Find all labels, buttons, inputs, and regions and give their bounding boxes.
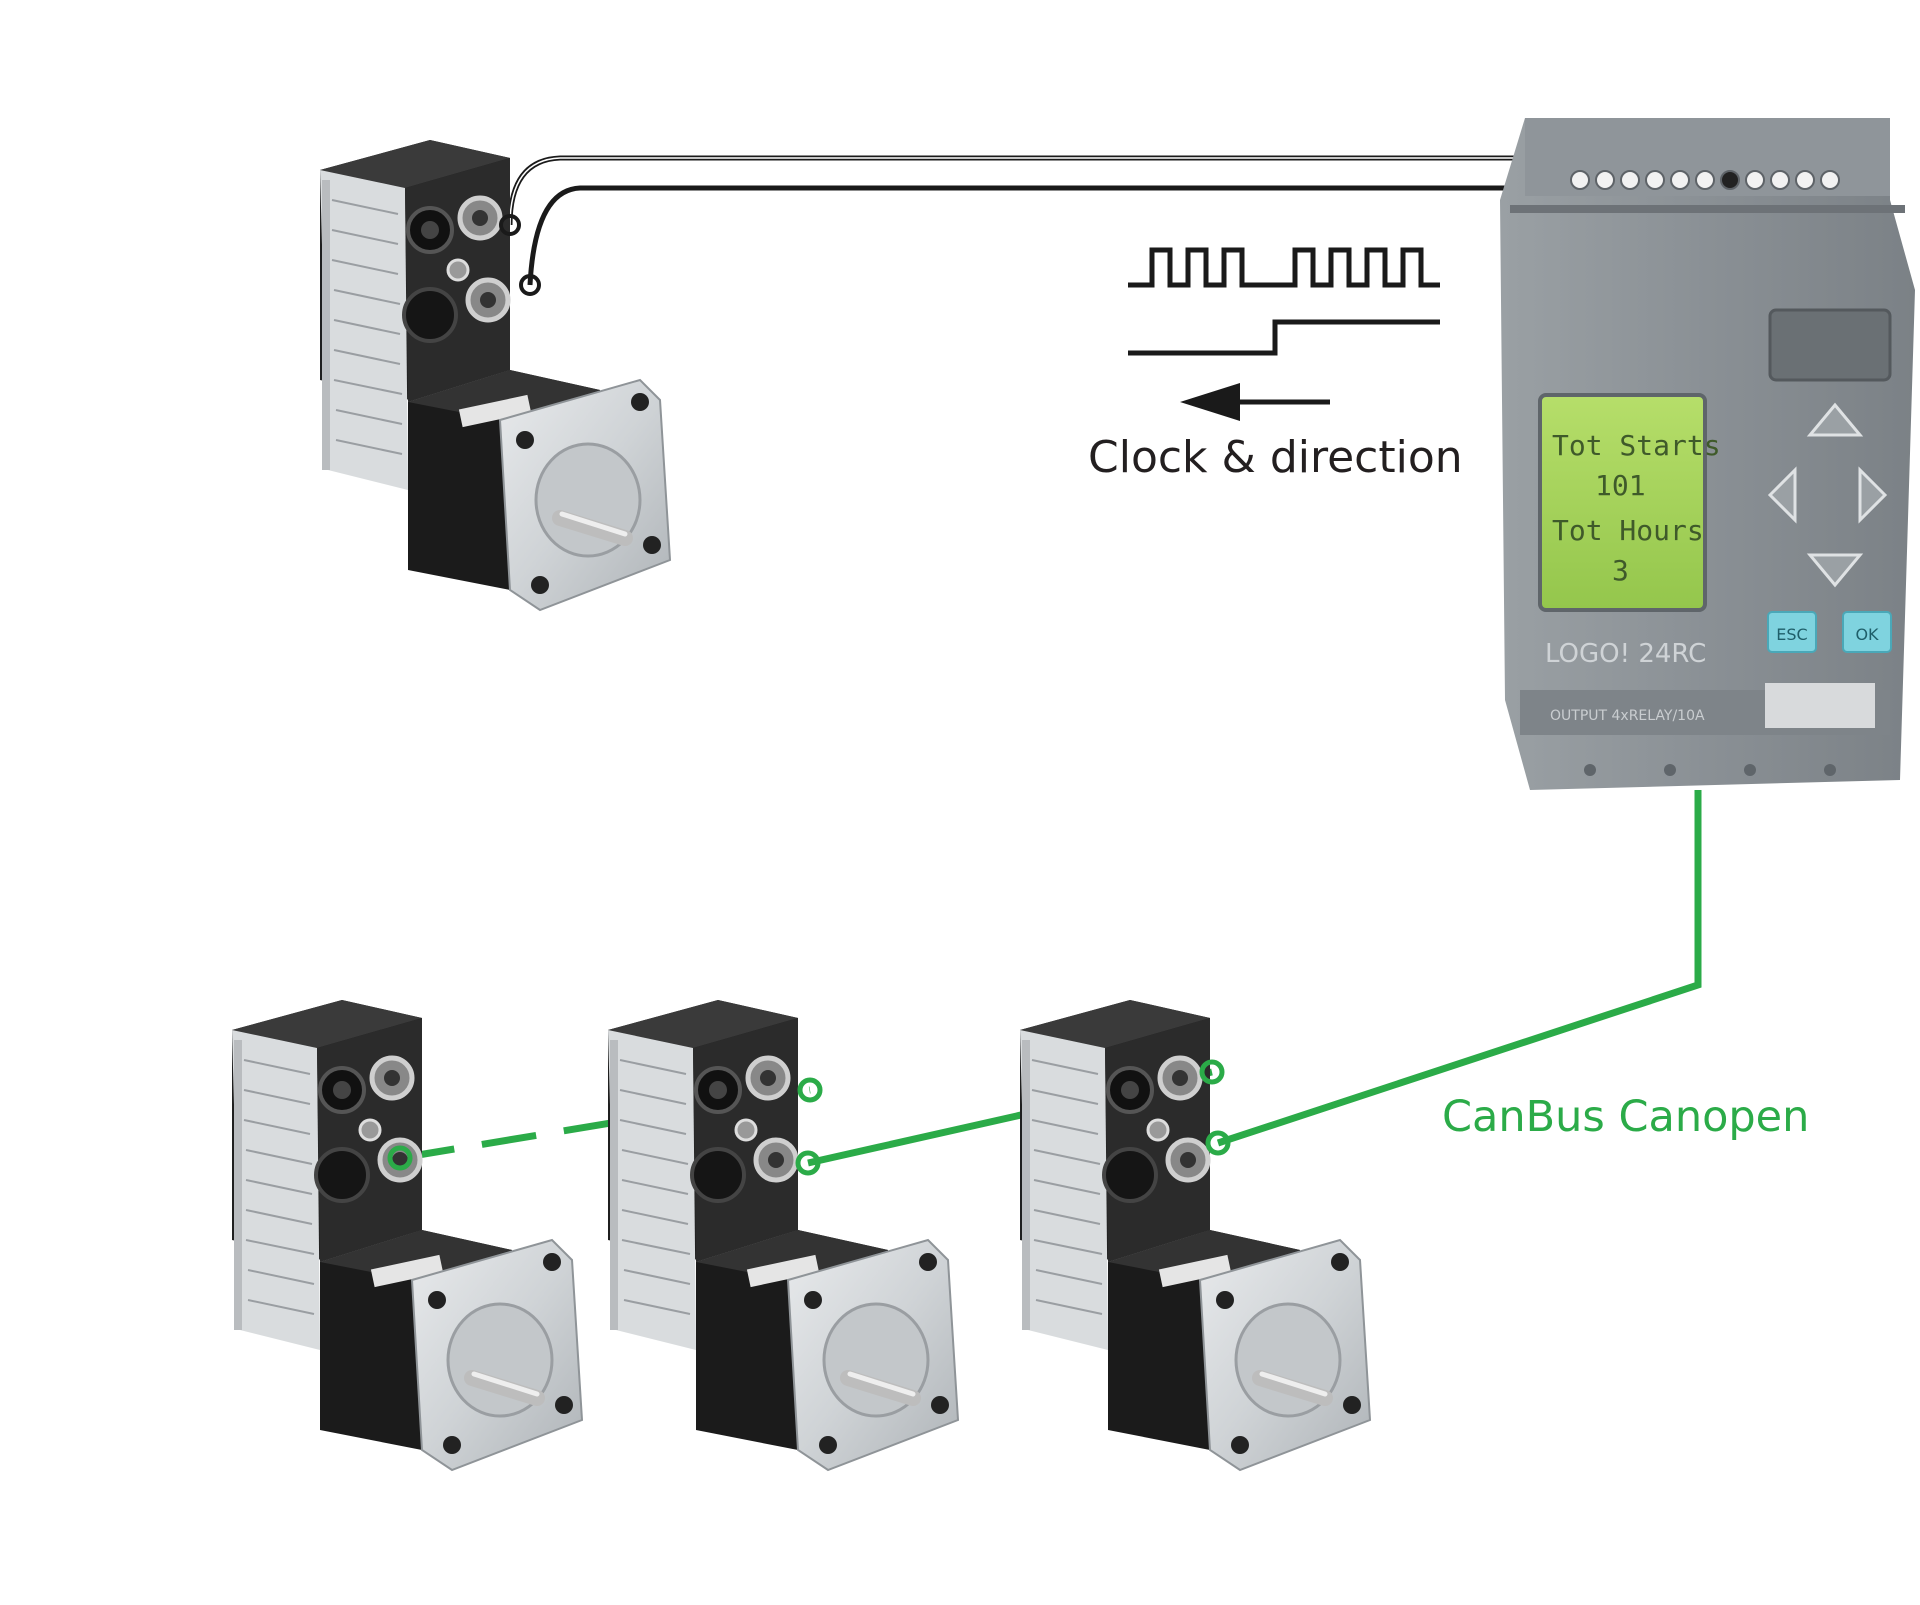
clock-pulse-waveform <box>1128 247 1440 288</box>
plc-output-label: OUTPUT 4xRELAY/10A <box>1550 708 1705 724</box>
down-key-icon[interactable] <box>1806 553 1864 588</box>
direction-step-waveform <box>1128 319 1440 356</box>
motor-canbus-3 <box>1020 1000 1370 1470</box>
left-arrow-icon <box>1180 383 1330 421</box>
plc-brand: LOGO! 24RC <box>1545 639 1706 669</box>
lcd-line-4: 3 <box>1612 554 1629 587</box>
right-key-icon[interactable] <box>1858 466 1888 524</box>
lcd-line-3: Tot Hours <box>1552 514 1704 547</box>
motor-clock-direction <box>320 140 670 610</box>
plc-controller <box>1500 118 1915 790</box>
clock-direction-label: Clock & direction <box>1088 432 1463 483</box>
ok-label: OK <box>1855 625 1879 644</box>
lcd-line-2: 101 <box>1595 469 1646 502</box>
lcd-line-1: Tot Starts <box>1552 429 1721 462</box>
esc-label: ESC <box>1776 625 1807 644</box>
up-key-icon[interactable] <box>1806 402 1864 437</box>
canbus-label: CanBus Canopen <box>1442 1092 1810 1142</box>
terminal-row <box>1570 170 1840 190</box>
esc-button[interactable] <box>1767 611 1817 653</box>
ok-button[interactable] <box>1842 611 1892 653</box>
navigation-keys <box>1767 402 1888 588</box>
motor-canbus-1 <box>232 1000 582 1470</box>
left-key-icon[interactable] <box>1767 466 1797 524</box>
lcd-screen <box>1538 393 1707 612</box>
clock-direction-cable <box>507 155 1520 286</box>
motor-canbus-2 <box>608 1000 958 1470</box>
